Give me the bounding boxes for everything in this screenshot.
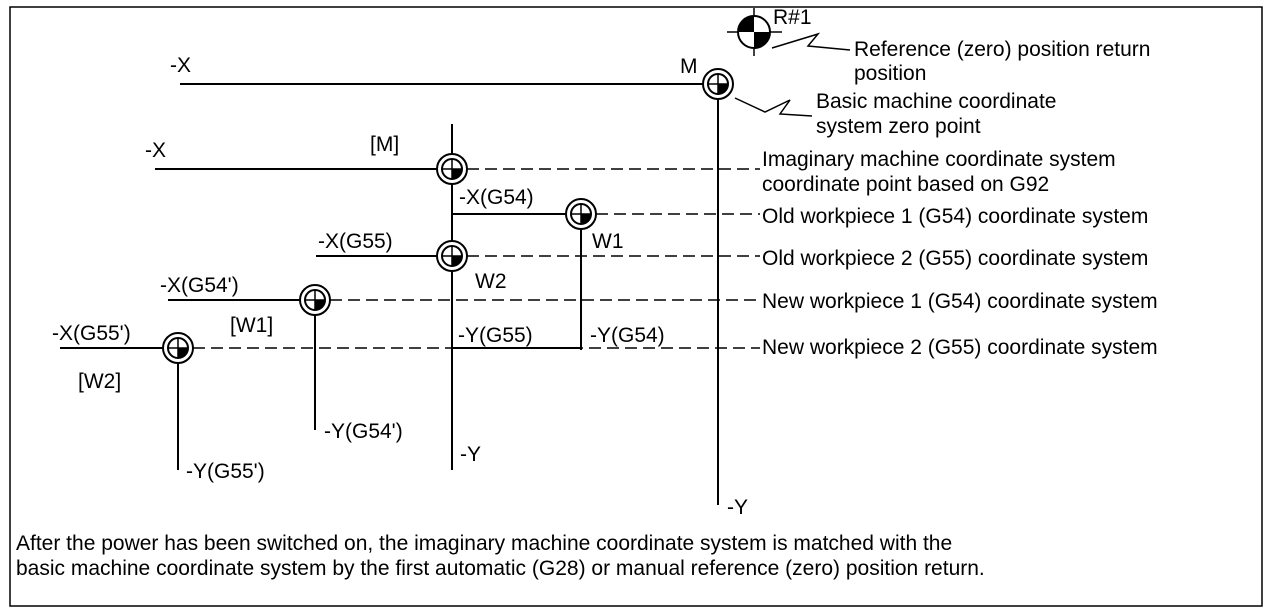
caption-line1: After the power has been switched on, th… (16, 532, 953, 555)
new-w1-label: [W1] (230, 314, 273, 337)
new-g54-x-label: -X(G54') (160, 274, 239, 297)
caption-line2: basic machine coordinate system by the f… (16, 557, 985, 580)
new-workpiece-2-system: -X(G55') [W2] -Y(G55') (52, 322, 760, 483)
imaginary-annotation-line1: Imaginary machine coordinate system (762, 148, 1116, 171)
new-g55-x-label: -X(G55') (52, 322, 131, 345)
imaginary-machine-coordinate-system: -X [M] -Y (145, 124, 760, 470)
basic-y-label: -Y (727, 496, 748, 519)
new-w1-annotation: New workpiece 1 (G54) coordinate system (762, 290, 1158, 313)
old-workpiece-2-system: -X(G55) W2 -Y(G55) (316, 230, 760, 347)
basic-annotation-line1: Basic machine coordinate (816, 90, 1056, 113)
w2-marker (436, 240, 468, 272)
old-w2-annotation: Old workpiece 2 (G55) coordinate system (762, 247, 1148, 270)
reference-label: R#1 (773, 6, 812, 29)
new-workpiece-1-system: -X(G54') [W1] -Y(G54') (160, 274, 760, 443)
diagram-frame (9, 6, 1263, 607)
w1-label: W1 (592, 230, 624, 253)
new-g55-y-label: -Y(G55') (186, 460, 265, 483)
imaginary-annotation-line2: coordinate point based on G92 (762, 173, 1049, 196)
imaginary-machine-marker (436, 153, 468, 185)
old-g54-x-label: -X(G54) (459, 186, 534, 209)
old-w1-annotation: Old workpiece 1 (G54) coordinate system (762, 205, 1148, 228)
imaginary-machine-label: [M] (370, 133, 399, 156)
reference-point: R#1 (727, 6, 812, 56)
new-w2-annotation: New workpiece 2 (G55) coordinate system (762, 336, 1158, 359)
basic-machine-coordinate-system: -X M -Y (170, 54, 748, 519)
imag-y-label: -Y (460, 443, 481, 466)
machine-zero-marker (702, 68, 734, 100)
old-workpiece-1-system: -X(G54) W1 -Y(G54) (452, 186, 760, 350)
caption: After the power has been switched on, th… (16, 531, 1256, 581)
old-g55-y-label: -Y(G55) (458, 324, 533, 347)
imag-x-label: -X (145, 139, 166, 162)
basic-annotation-line2: system zero point (816, 115, 981, 138)
w2-label: W2 (475, 270, 507, 293)
new-w2-marker (162, 332, 194, 364)
new-w1-marker (299, 284, 331, 316)
w1-marker (565, 198, 597, 230)
reference-annotation-line1: Reference (zero) position return (854, 38, 1150, 61)
reference-annotation-line2: position (854, 62, 926, 85)
machine-zero-label: M (680, 55, 698, 78)
reference-leader (771, 32, 851, 51)
new-g54-y-label: -Y(G54') (324, 420, 403, 443)
old-g55-x-label: -X(G55) (318, 230, 393, 253)
basic-x-label: -X (170, 54, 191, 77)
old-g54-y-label: -Y(G54) (590, 324, 665, 347)
basic-zero-leader (734, 97, 813, 117)
new-w2-label: [W2] (78, 370, 121, 393)
